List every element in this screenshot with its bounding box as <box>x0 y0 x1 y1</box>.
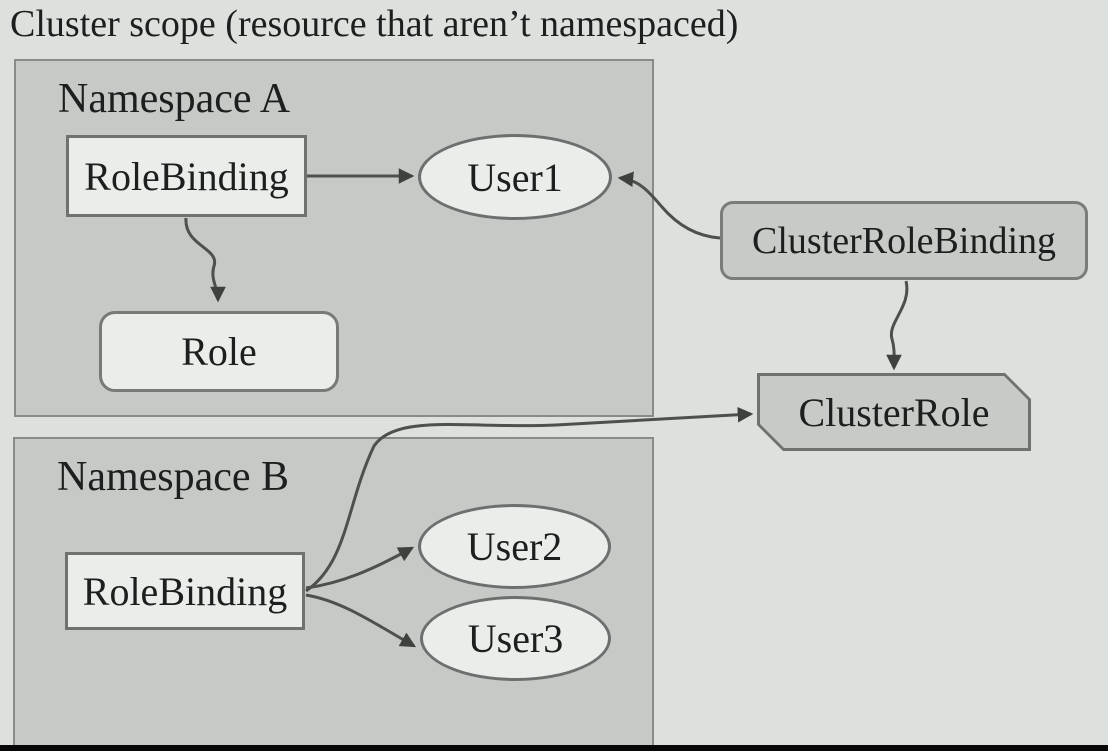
node-user2: User2 <box>418 504 611 589</box>
edge-clusterrolebinding-to-clusterrole <box>886 280 909 371</box>
node-clusterrole-label: ClusterRole <box>760 376 1028 448</box>
namespace-a-label: Namespace A <box>58 76 291 122</box>
node-rolebinding-a: RoleBinding <box>66 135 307 217</box>
bottom-letterbox-bar <box>0 745 1108 751</box>
node-user3: User3 <box>420 596 611 681</box>
node-clusterrolebinding: ClusterRoleBinding <box>720 201 1088 280</box>
node-user1: User1 <box>418 134 612 220</box>
diagram-title: Cluster scope (resource that aren’t name… <box>10 3 739 45</box>
node-role: Role <box>99 311 339 392</box>
node-clusterrole: ClusterRole <box>757 373 1031 451</box>
node-rolebinding-b: RoleBinding <box>65 552 305 630</box>
namespace-b-label: Namespace B <box>57 454 290 500</box>
